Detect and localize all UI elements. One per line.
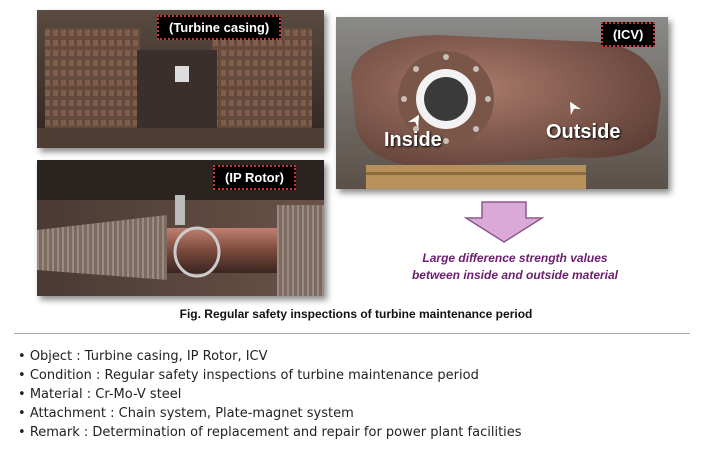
turbine-casing-label: (Turbine casing) <box>157 15 282 40</box>
detail-object: Object : Turbine casing, IP Rotor, ICV <box>18 347 522 366</box>
icv-label: (ICV) <box>601 22 656 47</box>
strength-difference-note: Large difference strength values between… <box>350 250 680 284</box>
down-arrow-icon <box>463 201 545 243</box>
outside-annotation: Outside <box>546 121 621 143</box>
details-list: Object : Turbine casing, IP Rotor, ICV C… <box>18 347 522 442</box>
section-divider <box>14 333 690 334</box>
ip-rotor-photo: (IP Rotor) <box>37 160 324 296</box>
note-line-2: between inside and outside material <box>411 268 619 282</box>
icv-photo: (ICV) Inside Outside <box>336 17 668 189</box>
detail-condition: Condition : Regular safety inspections o… <box>18 366 522 385</box>
outside-arrow-icon <box>570 101 581 115</box>
detail-remark: Remark : Determination of replacement an… <box>18 423 522 442</box>
turbine-casing-photo: (Turbine casing) <box>37 10 324 148</box>
note-line-1: Large difference strength values <box>422 251 608 265</box>
detail-attachment: Attachment : Chain system, Plate-magnet … <box>18 404 522 423</box>
detail-material: Material : Cr-Mo-V steel <box>18 385 522 404</box>
figure-caption: Fig. Regular safety inspections of turbi… <box>179 307 533 321</box>
inside-annotation: Inside <box>384 129 442 151</box>
inside-arrow-icon <box>408 114 419 128</box>
ip-rotor-label: (IP Rotor) <box>213 165 296 190</box>
